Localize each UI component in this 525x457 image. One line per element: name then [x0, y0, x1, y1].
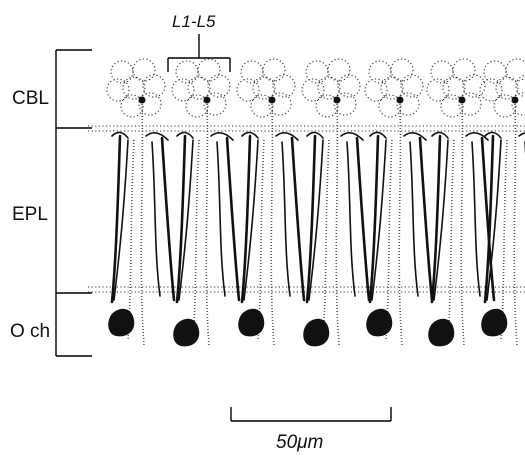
dendrite	[519, 133, 525, 140]
receptor-axon	[323, 140, 329, 340]
nucleus	[334, 97, 341, 104]
soma-outline	[263, 59, 285, 81]
dendrite	[341, 133, 363, 140]
soma-outline	[253, 77, 275, 99]
receptor-axon	[461, 104, 464, 345]
nucleus	[459, 97, 466, 104]
soma-outline	[480, 79, 502, 101]
receptor-axon	[501, 140, 507, 340]
soma-outline	[391, 59, 413, 81]
soma-outline	[443, 77, 465, 99]
soma-outline	[506, 59, 525, 81]
nucleus	[204, 97, 211, 104]
monopolar-axon	[410, 142, 418, 296]
receptor-axon	[141, 104, 144, 345]
monopolar-axon	[162, 138, 174, 300]
layer-boundary-lower	[88, 287, 525, 292]
receptor-axon	[399, 104, 402, 345]
nucleus	[139, 97, 146, 104]
axon-terminal	[108, 309, 134, 337]
soma-outline	[516, 75, 525, 97]
monopolar-axon	[292, 138, 304, 300]
scale-bar	[231, 407, 391, 421]
monopolar-axon	[347, 142, 355, 296]
layer-label-och: O ch	[10, 321, 50, 342]
axon-terminal	[366, 309, 392, 337]
soma-outline	[237, 79, 259, 101]
layer-bracket	[56, 50, 92, 356]
axon-terminal	[238, 309, 264, 337]
layer-boundary-upper	[88, 126, 525, 131]
soma-outline	[318, 77, 340, 99]
soma-outline	[453, 59, 475, 81]
soma-outline	[133, 59, 155, 81]
cartridge-label: L1-L5	[172, 12, 216, 31]
soma-outline	[365, 79, 387, 101]
cartridge-group	[107, 59, 525, 346]
dendrite	[404, 133, 426, 140]
receptor-axon	[271, 104, 274, 345]
axon-terminal	[428, 319, 454, 347]
layer-label-epl: EPL	[12, 204, 48, 225]
monopolar-axon	[472, 142, 480, 296]
receptor-axon	[386, 140, 392, 340]
soma-outline	[188, 77, 210, 99]
nucleus	[512, 97, 519, 104]
soma-outline	[328, 59, 350, 81]
monopolar-axon	[282, 142, 290, 296]
receptor-axon	[193, 140, 199, 340]
monopolar-axon	[152, 142, 160, 296]
soma-outline	[512, 93, 525, 115]
soma-outline	[302, 79, 324, 101]
soma-outline	[172, 79, 194, 101]
receptor-axon	[206, 104, 209, 345]
receptor-axon	[448, 140, 454, 340]
cartridge	[172, 59, 239, 346]
cartridge	[302, 59, 369, 346]
soma-outline	[123, 77, 145, 99]
axon-terminal	[173, 319, 199, 347]
monopolar-axon	[357, 138, 369, 300]
layer-label-cbl: CBL	[12, 88, 49, 109]
cartridge	[365, 59, 432, 345]
monopolar-axon	[420, 138, 432, 300]
receptor-axon	[128, 140, 134, 340]
dendrite	[276, 133, 298, 140]
cartridge	[427, 59, 494, 346]
receptor-axon	[514, 104, 517, 345]
axon-terminal	[481, 309, 507, 337]
cartridge	[237, 59, 304, 345]
soma-outline	[198, 59, 220, 81]
monopolar-axon	[227, 138, 239, 300]
axon-terminal	[303, 319, 329, 347]
nucleus	[269, 97, 276, 104]
cartridge	[107, 59, 174, 345]
receptor-axon	[258, 140, 264, 340]
soma-outline	[496, 77, 518, 99]
nucleus	[397, 97, 404, 104]
soma-outline	[107, 79, 129, 101]
soma-outline	[381, 77, 403, 99]
dendrite	[146, 133, 168, 140]
dendrite	[211, 133, 233, 140]
receptor-axon	[336, 104, 339, 345]
scale-label: 50μm	[276, 432, 323, 453]
soma-outline	[427, 79, 449, 101]
monopolar-axon	[217, 142, 225, 296]
